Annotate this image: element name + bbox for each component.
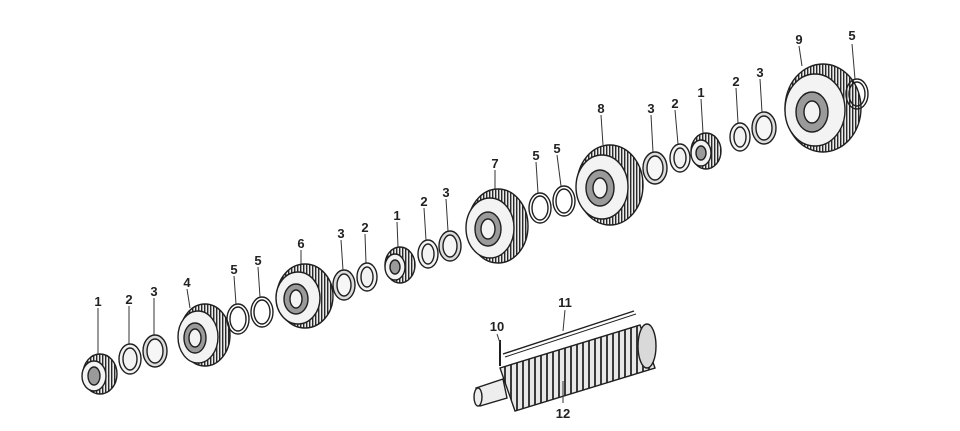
callout-3c: 3 xyxy=(442,185,449,200)
rod-part-11 xyxy=(502,310,637,358)
callout-4: 4 xyxy=(183,275,191,290)
gear-part-8 xyxy=(575,144,644,226)
callout-leaders xyxy=(97,43,856,403)
callout-3e: 3 xyxy=(756,65,763,80)
gear-part-9 xyxy=(784,63,862,153)
callout-2b: 2 xyxy=(361,220,368,235)
thin-ring-part-2d xyxy=(669,143,691,173)
gear-part-6 xyxy=(275,263,334,329)
callout-9: 9 xyxy=(795,32,802,47)
thin-ring-part-2b xyxy=(356,262,378,292)
callout-5d: 5 xyxy=(553,141,560,156)
callout-8: 8 xyxy=(597,101,604,116)
callout-1b: 1 xyxy=(393,208,400,223)
snap-ring-part-5a xyxy=(226,303,250,335)
thrust-washer-part-3d xyxy=(642,151,668,185)
callout-5c: 5 xyxy=(532,148,539,163)
needle-bearing-part-1c xyxy=(690,132,722,170)
thin-ring-part-2c xyxy=(417,239,439,269)
callout-3b: 3 xyxy=(337,226,344,241)
thin-ring-part-2a xyxy=(118,343,142,375)
snap-ring-part-5d xyxy=(552,185,576,217)
thrust-washer-part-3c xyxy=(438,230,462,262)
thin-ring-part-2e xyxy=(729,122,751,152)
callout-3a: 3 xyxy=(150,284,157,299)
gear-part-4 xyxy=(177,303,231,367)
callout-2a: 2 xyxy=(125,292,132,307)
splined-shaft-part-12 xyxy=(473,323,657,412)
snap-ring-part-5c xyxy=(528,192,552,224)
callout-2c: 2 xyxy=(420,194,427,209)
thrust-washer-part-3b xyxy=(332,269,356,301)
callout-1a: 1 xyxy=(94,294,101,309)
callout-5a: 5 xyxy=(230,262,237,277)
callout-7: 7 xyxy=(491,156,498,171)
callout-1c: 1 xyxy=(697,85,704,100)
snap-ring-part-5b xyxy=(250,296,274,328)
snap-ring-part-5e xyxy=(845,78,869,110)
callout-10: 10 xyxy=(490,319,504,334)
thrust-washer-part-3e xyxy=(751,111,777,145)
needle-bearing-part-1a xyxy=(81,353,118,395)
callout-12: 12 xyxy=(556,406,570,421)
callout-5e: 5 xyxy=(848,28,855,43)
needle-bearing-part-1b xyxy=(384,246,416,284)
callout-2e: 2 xyxy=(732,74,739,89)
callout-6: 6 xyxy=(297,236,304,251)
callout-3d: 3 xyxy=(647,101,654,116)
thrust-washer-part-3a xyxy=(142,334,168,368)
callout-2d: 2 xyxy=(671,96,678,111)
callout-5b: 5 xyxy=(254,253,261,268)
callout-11: 11 xyxy=(558,295,572,310)
gear-part-7 xyxy=(465,188,529,264)
